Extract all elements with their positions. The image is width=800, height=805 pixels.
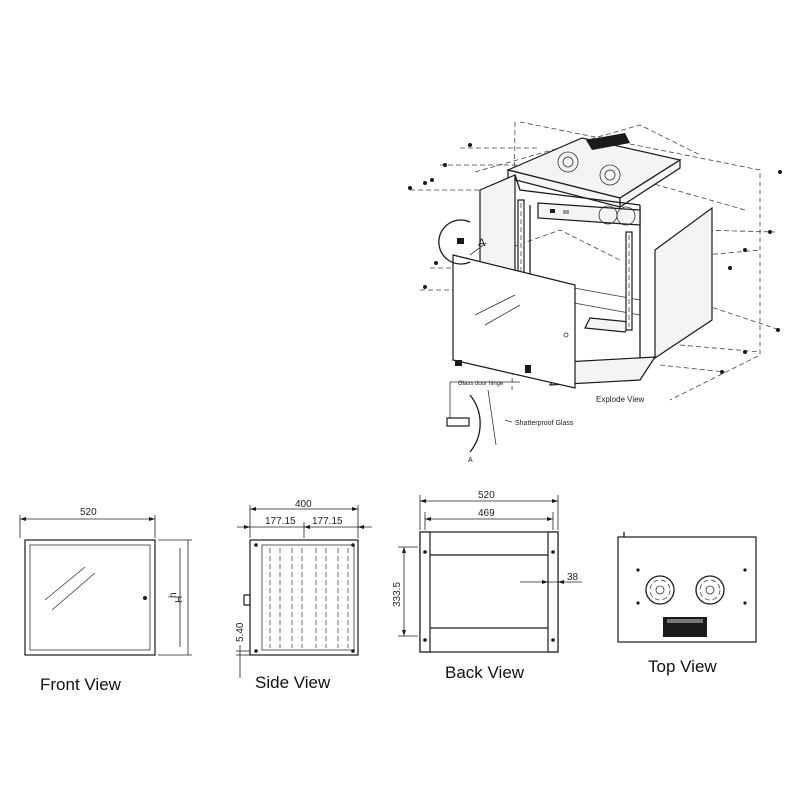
explode-view: A Glass door hinge Shatterproof Glass A … [408, 121, 782, 464]
front-height-outer-dim: H [174, 596, 185, 603]
side-rail-holes [269, 548, 349, 648]
fan-right-icon [695, 575, 725, 605]
back-cabinet [419, 531, 559, 653]
back-view: 520 469 333.5 38 Back View [392, 490, 582, 682]
side-view-label: Side View [255, 673, 331, 692]
side-base-dim: 5.40 [235, 622, 246, 642]
detail-marker-a-bottom: A [468, 457, 473, 464]
top-view-label: Top View [648, 657, 717, 676]
side-cabinet [249, 539, 359, 656]
hinge-callout: Glass door hinge Shatterproof Glass A [446, 381, 574, 464]
rack-rails [517, 199, 633, 331]
front-height-inner-dim: h [168, 592, 179, 598]
glass-hinge-label: Glass door hinge [458, 381, 504, 387]
explode-view-title: Explode View [596, 395, 645, 404]
detail-marker-a: A [478, 237, 486, 249]
shatterproof-glass-label: Shatterproof Glass [515, 420, 574, 427]
back-view-label: Back View [445, 663, 525, 682]
front-view-label: Front View [40, 675, 122, 694]
glass-door [452, 254, 576, 389]
hinge-detail: A [438, 219, 487, 366]
back-height-dim: 333.5 [392, 582, 403, 607]
explode-screws [408, 143, 782, 374]
side-half-right-dim: 177.15 [312, 516, 343, 527]
front-view: 520 H h Front View [19, 507, 192, 694]
right-side-panel [654, 206, 713, 360]
side-half-left-dim: 177.15 [265, 516, 296, 527]
front-cabinet [24, 539, 156, 656]
fan-left-icon [645, 575, 675, 605]
side-depth-dim: 400 [295, 499, 312, 510]
top-panel [506, 133, 682, 209]
top-view: Top View [617, 532, 757, 676]
fan-tray [537, 202, 641, 226]
side-view: 400 177.15 177.15 5.40 Side View [235, 499, 372, 692]
back-offset-dim: 38 [567, 572, 579, 583]
back-inner-width-dim: 469 [478, 508, 495, 519]
front-width-dim: 520 [80, 507, 97, 518]
back-width-dim: 520 [478, 490, 495, 501]
